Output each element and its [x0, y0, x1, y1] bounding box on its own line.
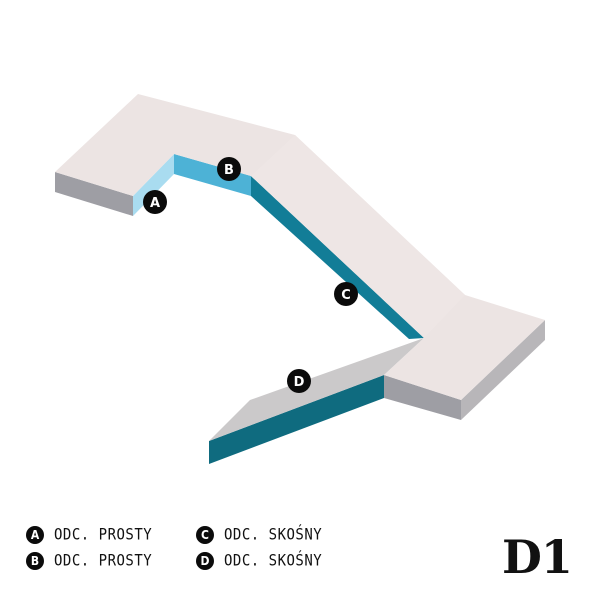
legend-item-b: B ODC. PROSTY [26, 552, 196, 570]
badge-a: A [26, 526, 44, 544]
legend-label-d: ODC. SKOŚNY [224, 551, 323, 571]
left-block-side [55, 172, 133, 216]
road-top-diagonal-shade [251, 135, 465, 338]
svg-text:A: A [150, 196, 160, 211]
right-block-side-right [461, 320, 545, 420]
legend-label-c: ODC. SKOŚNY [224, 525, 323, 545]
marker-d: D [287, 369, 311, 393]
legend: A ODC. PROSTY C ODC. SKOŚNY B ODC. PROST… [26, 522, 366, 574]
segment-d-wall [209, 375, 384, 464]
badge-b: B [26, 552, 44, 570]
svg-text:B: B [224, 163, 234, 178]
legend-label-a: ODC. PROSTY [54, 525, 153, 545]
marker-c: C [334, 282, 358, 306]
segment-c-wall [251, 176, 424, 339]
legend-row-1: A ODC. PROSTY C ODC. SKOŚNY [26, 522, 366, 548]
legend-item-d: D ODC. SKOŚNY [196, 552, 366, 570]
marker-a: A [143, 190, 167, 214]
right-block-side-front [384, 375, 461, 420]
badge-c: C [196, 526, 214, 544]
legend-row-2: B ODC. PROSTY D ODC. SKOŚNY [26, 548, 366, 574]
legend-item-c: C ODC. SKOŚNY [196, 526, 366, 544]
marker-b: B [217, 157, 241, 181]
segment-b-wall [174, 154, 251, 196]
badge-d: D [196, 552, 214, 570]
legend-item-a: A ODC. PROSTY [26, 526, 196, 544]
svg-text:D: D [294, 375, 305, 390]
svg-text:C: C [341, 288, 351, 303]
legend-label-b: ODC. PROSTY [54, 551, 153, 571]
segment-d-ramp-top [209, 338, 424, 441]
diagram-code: D1 [502, 530, 573, 584]
